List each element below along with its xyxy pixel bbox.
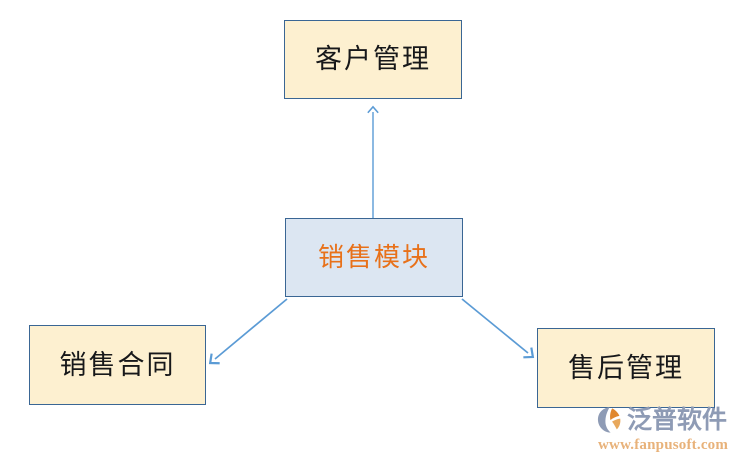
edge-sales-module-to-aftersales — [461, 298, 535, 359]
node-customer-management[interactable]: 客户管理 — [284, 20, 462, 99]
node-sales-contract-label: 销售合同 — [59, 349, 176, 380]
node-customer-management-label: 客户管理 — [315, 44, 431, 74]
node-after-sales-management-label: 售后管理 — [568, 352, 684, 383]
node-sales-module[interactable]: 销售模块 — [285, 218, 463, 297]
edge-sales-module-to-contract — [208, 298, 288, 365]
watermark: 泛普软件 www.fanpusoft.com — [596, 404, 731, 460]
watermark-url-text: www.fanpusoft.com — [598, 437, 729, 453]
watermark-brand-row: 泛普软件 — [596, 404, 727, 436]
node-after-sales-management[interactable]: 售后管理 — [537, 328, 715, 408]
node-sales-contract[interactable]: 销售合同 — [29, 325, 206, 405]
watermark-brand-text: 泛普软件 — [627, 405, 728, 434]
fanpu-logo-icon — [597, 407, 621, 433]
node-sales-module-label: 销售模块 — [317, 242, 430, 272]
